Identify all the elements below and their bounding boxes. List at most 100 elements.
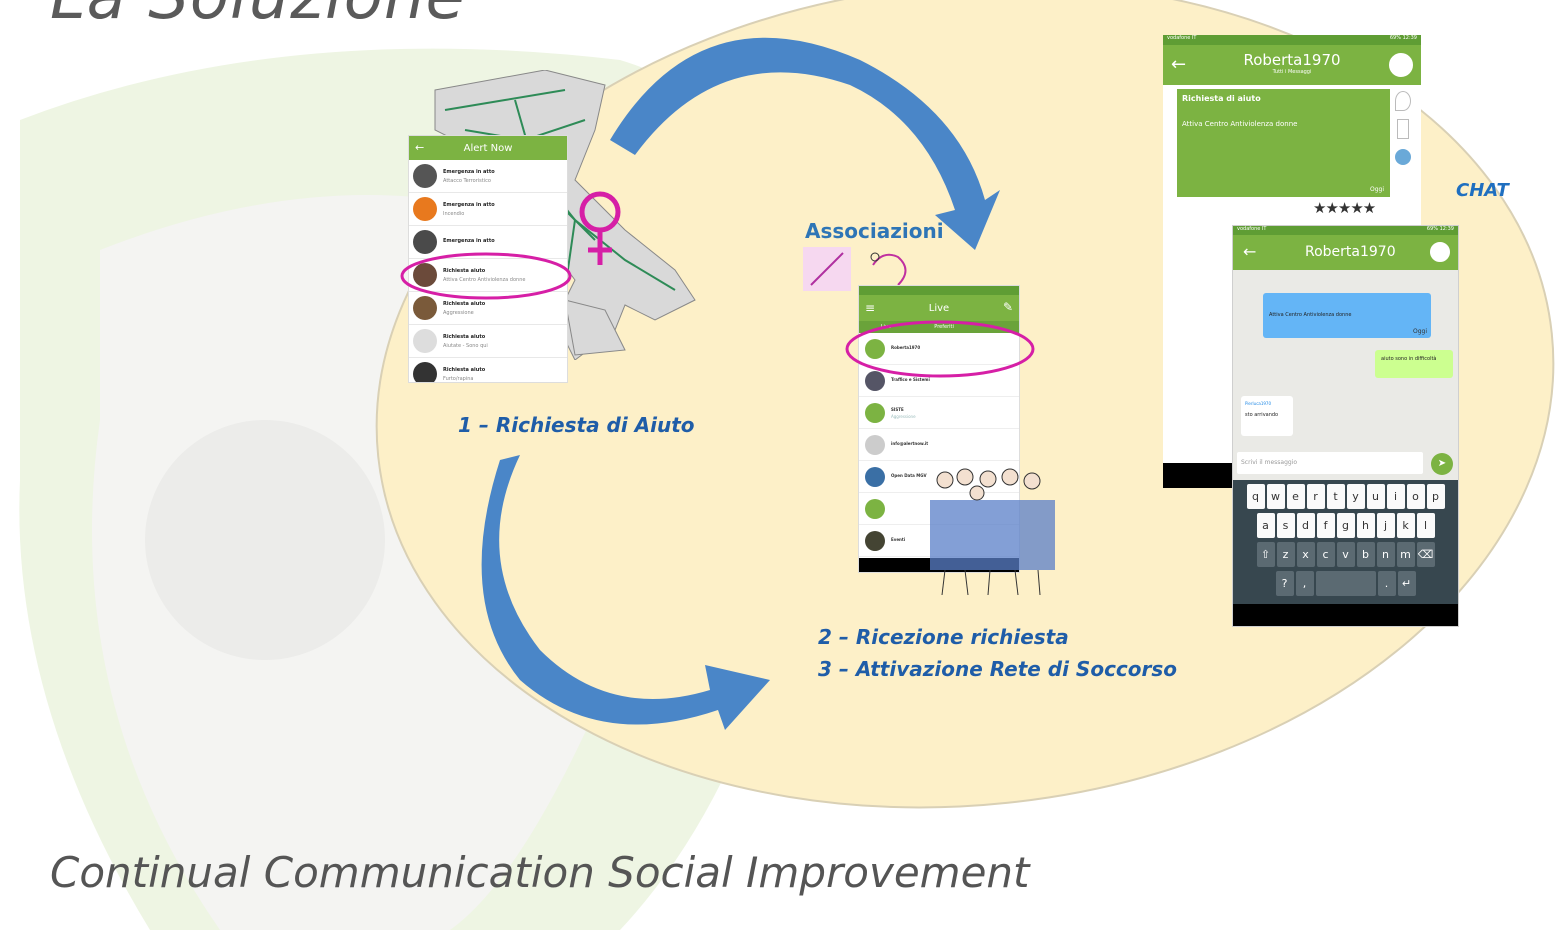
location-icon[interactable] bbox=[1395, 91, 1411, 111]
alert-item[interactable]: Emergenza in atto bbox=[409, 226, 567, 259]
alert-avatar bbox=[413, 263, 437, 287]
keyboard-key[interactable]: j bbox=[1376, 513, 1395, 538]
keyboard-key[interactable]: c bbox=[1316, 542, 1335, 567]
keyboard-key[interactable]: o bbox=[1406, 484, 1425, 509]
chat-bubble-icon[interactable] bbox=[1395, 149, 1411, 165]
live-avatar bbox=[865, 466, 885, 487]
rating-stars[interactable]: ★★★★★ bbox=[1313, 199, 1376, 217]
chat-subtitle: Tutti i Messaggi bbox=[1272, 69, 1312, 75]
megaphone-icon bbox=[413, 329, 437, 353]
keyboard-key[interactable]: s bbox=[1276, 513, 1295, 538]
trash-icon[interactable] bbox=[1397, 119, 1409, 139]
app-logo-icon[interactable] bbox=[1428, 240, 1452, 264]
keyboard-key[interactable]: ⌫ bbox=[1416, 542, 1435, 567]
alert-item-title: Emergenza in atto bbox=[443, 201, 495, 208]
send-icon[interactable]: ➤ bbox=[1431, 453, 1453, 475]
app-logo-icon[interactable] bbox=[1387, 51, 1415, 79]
keyboard-key[interactable]: ↵ bbox=[1397, 571, 1416, 596]
live-avatar bbox=[865, 370, 885, 391]
keyboard-key[interactable]: a bbox=[1256, 513, 1275, 538]
message-text: Attiva Centro Antiviolenza donne bbox=[1269, 312, 1352, 318]
live-item[interactable]: Open Data MGV bbox=[859, 461, 1019, 493]
tab-preferiti[interactable]: Preferiti bbox=[934, 324, 954, 330]
keyboard-key[interactable]: b bbox=[1356, 542, 1375, 567]
keyboard-key[interactable]: q bbox=[1246, 484, 1265, 509]
highlight-ring-alert bbox=[400, 252, 572, 300]
alert-avatar bbox=[413, 362, 437, 382]
live-header: ≡ Live ✎ bbox=[859, 295, 1019, 321]
highlight-ring-live bbox=[845, 320, 1035, 378]
keyboard-key[interactable]: v bbox=[1336, 542, 1355, 567]
back-arrow-icon[interactable]: ← bbox=[415, 141, 425, 154]
alert-item-subtitle: Incendio bbox=[443, 210, 465, 217]
keyboard-key[interactable]: z bbox=[1276, 542, 1295, 567]
keyboard-key[interactable]: ?123 bbox=[1275, 571, 1297, 615]
help-request-card[interactable]: Richiesta di aiuto Attiva Centro Antivio… bbox=[1177, 89, 1390, 197]
keyboard-key[interactable]: y bbox=[1346, 484, 1365, 509]
chat-header: ← Roberta1970 Tutti i Messaggi bbox=[1163, 45, 1421, 85]
chat-label: CHAT bbox=[1456, 180, 1509, 201]
message-bubble-blue: Attiva Centro Antiviolenza donne Oggi bbox=[1263, 293, 1431, 338]
live-avatar bbox=[865, 498, 885, 519]
compose-icon[interactable]: ✎ bbox=[1002, 300, 1013, 314]
alert-item-subtitle: Furto/rapina bbox=[443, 375, 474, 382]
menu-icon[interactable]: ≡ bbox=[865, 301, 876, 315]
keyboard-key[interactable]: u bbox=[1366, 484, 1385, 509]
live-avatar bbox=[865, 434, 885, 455]
keyboard-key[interactable]: w bbox=[1266, 484, 1285, 509]
alert-item-subtitle: Aggressione bbox=[443, 309, 474, 316]
keyboard-key[interactable]: , bbox=[1295, 571, 1314, 596]
message-input[interactable]: Scrivi il messaggio bbox=[1237, 452, 1423, 474]
live-item[interactable]: Roberta1970 bbox=[859, 333, 1019, 365]
live-item[interactable]: info@alertnow.it bbox=[859, 429, 1019, 461]
message-user: Pierluca1970 bbox=[1245, 401, 1272, 406]
keyboard-key[interactable]: g bbox=[1336, 513, 1355, 538]
keyboard-key[interactable]: x bbox=[1296, 542, 1315, 567]
message-date: Oggi bbox=[1412, 328, 1427, 335]
keyboard-key[interactable]: ⇧ bbox=[1256, 542, 1275, 567]
keyboard-key[interactable]: t bbox=[1326, 484, 1345, 509]
status-right: 69% 12:39 bbox=[1389, 35, 1417, 41]
footer-tagline: Continual Communication Social Improveme… bbox=[50, 848, 1030, 897]
alert-avatar bbox=[413, 197, 437, 221]
alert-item-title: Emergenza in atto bbox=[443, 168, 495, 175]
keyboard-key[interactable]: f bbox=[1316, 513, 1335, 538]
back-arrow-icon[interactable]: ← bbox=[1171, 54, 1187, 75]
location-pin-hole bbox=[145, 420, 385, 660]
alert-item-title: Richiesta aiuto bbox=[443, 333, 486, 340]
keyboard-key[interactable]: p bbox=[1426, 484, 1445, 509]
keyboard-key[interactable]: i bbox=[1386, 484, 1405, 509]
alert-avatar bbox=[413, 296, 437, 320]
keyboard-key[interactable]: r bbox=[1306, 484, 1325, 509]
keyboard-key[interactable]: l bbox=[1416, 513, 1435, 538]
alert-item-title: Richiesta aiuto bbox=[443, 300, 486, 307]
status-bar bbox=[859, 286, 1019, 295]
volunteers-drawing bbox=[930, 468, 1055, 596]
back-arrow-icon[interactable]: ← bbox=[1243, 242, 1257, 261]
alert-item-subtitle: Attacco Terroristico bbox=[443, 177, 491, 184]
live-item-title: Open Data MGV bbox=[891, 473, 927, 478]
keyboard-key[interactable] bbox=[1315, 571, 1376, 596]
android-nav-bar bbox=[1233, 604, 1458, 626]
keyboard-key[interactable]: . bbox=[1377, 571, 1396, 596]
step3-label: 3 – Attivazione Rete di Soccorso bbox=[818, 657, 1178, 681]
keyboard-key[interactable]: h bbox=[1356, 513, 1375, 538]
arrow-to-ricezione bbox=[481, 455, 770, 730]
keyboard-key[interactable]: n bbox=[1376, 542, 1395, 567]
keyboard-key[interactable]: d bbox=[1296, 513, 1315, 538]
keyboard-key[interactable]: e bbox=[1286, 484, 1305, 509]
keyboard-key[interactable]: k bbox=[1396, 513, 1415, 538]
live-item-title: Traffico e Sistemi bbox=[891, 377, 930, 382]
live-item[interactable]: Traffico e Sistemi bbox=[859, 365, 1019, 397]
keyboard-key[interactable]: m bbox=[1396, 542, 1415, 567]
